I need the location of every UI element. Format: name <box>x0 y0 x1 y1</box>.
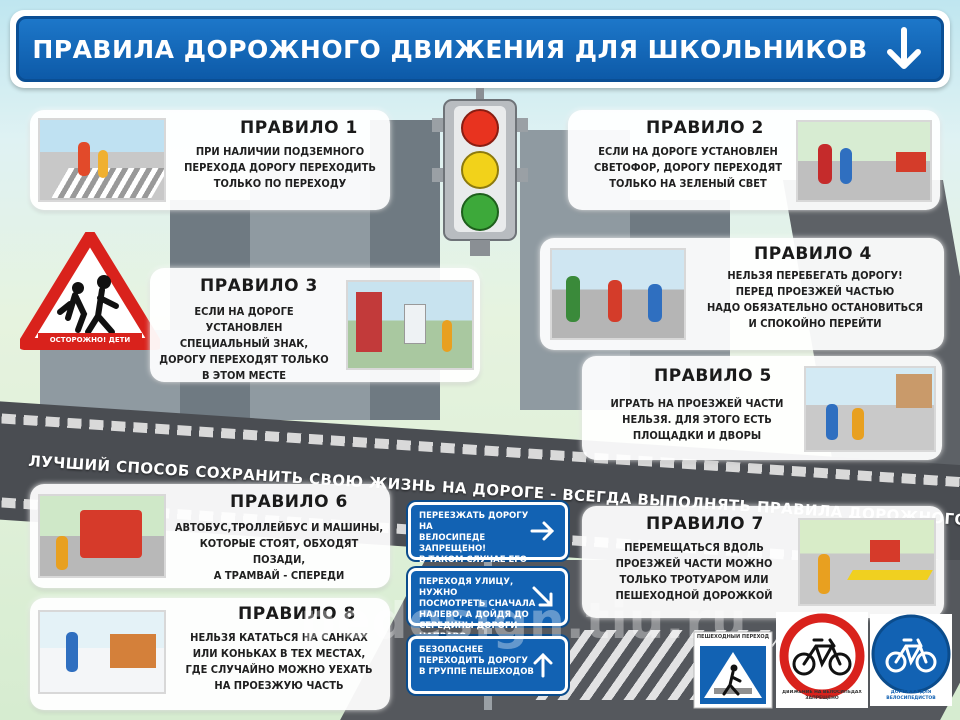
no-bicycles-label: ДВИЖЕНИЕ НА ВЕЛОСИПЕДАХ ЗАПРЕЩЕНО <box>782 690 862 701</box>
info-sign-group-crossing: БЕЗОПАСНЕЕ ПЕРЕХОДИТЬ ДОРОГУ В ГРУППЕ ПЕ… <box>408 636 568 694</box>
title-panel: ПРАВИЛА ДОРОЖНОГО ДВИЖЕНИЯ ДЛЯ ШКОЛЬНИКО… <box>16 16 944 82</box>
rule-illustration <box>38 610 166 694</box>
diagonal-arrow-icon <box>532 586 553 607</box>
rule-text: НЕЛЬЗЯ КАТАТЬСЯ НА САНКАХ ИЛИ КОНЬКАХ В … <box>185 631 373 692</box>
rule-title: ПРАВИЛО 7 <box>646 514 764 534</box>
rule-text: ЕСЛИ НА ДОРОГЕ УСТАНОВЛЕН СВЕТОФОР, ДОРО… <box>594 145 782 190</box>
rule-title: ПРАВИЛО 1 <box>240 118 358 138</box>
rule-title: ПРАВИЛО 8 <box>238 604 356 624</box>
title-banner: ПРАВИЛА ДОРОЖНОГО ДВИЖЕНИЯ ДЛЯ ШКОЛЬНИКО… <box>10 10 950 88</box>
bicycle-path-sign-icon <box>870 614 952 706</box>
rule-card-7: ПРАВИЛО 7 ПЕРЕМЕЩАТЬСЯ ВДОЛЬ ПРОЕЗЖЕЙ ЧА… <box>582 506 944 618</box>
info-sign-text: БЕЗОПАСНЕЕ ПЕРЕХОДИТЬ ДОРОГУ В ГРУППЕ ПЕ… <box>419 645 534 677</box>
watermark: pedesign.tiu.ru <box>300 592 748 650</box>
rule-title: ПРАВИЛО 5 <box>654 366 772 386</box>
rule-text: ЕСЛИ НА ДОРОГЕ УСТАНОВЛЕН СПЕЦИАЛЬНЫЙ ЗН… <box>159 305 329 382</box>
rule-title: ПРАВИЛО 4 <box>754 244 872 264</box>
rule-text: НЕЛЬЗЯ ПЕРЕБЕГАТЬ ДОРОГУ! ПЕРЕД ПРОЕЗЖЕЙ… <box>706 269 924 330</box>
traffic-light-icon <box>432 88 528 256</box>
rule-illustration <box>346 280 474 370</box>
rule-card-2: ПРАВИЛО 2 ЕСЛИ НА ДОРОГЕ УСТАНОВЛЕН СВЕТ… <box>568 110 940 210</box>
rule-illustration <box>550 248 686 340</box>
rule-illustration <box>38 118 166 202</box>
no-bicycles-sign-icon <box>776 612 868 708</box>
rule-title: ПРАВИЛО 3 <box>200 276 318 296</box>
rule-illustration <box>798 518 936 606</box>
pedestrian-crossing-sign-icon <box>693 631 773 709</box>
rule-illustration <box>38 494 166 578</box>
rule-text: АВТОБУС,ТРОЛЛЕЙБУС И МАШИНЫ, КОТОРЫЕ СТО… <box>174 521 384 582</box>
rule-card-4: ПРАВИЛО 4 НЕЛЬЗЯ ПЕРЕБЕГАТЬ ДОРОГУ! ПЕРЕ… <box>540 238 944 350</box>
rule-text: ПЕРЕМЕЩАТЬСЯ ВДОЛЬ ПРОЕЗЖЕЙ ЧАСТИ МОЖНО … <box>615 541 773 602</box>
rule-card-1: ПРАВИЛО 1 ПРИ НАЛИЧИИ ПОДЗЕМНОГО ПЕРЕХОД… <box>30 110 390 210</box>
rule-title: ПРАВИЛО 6 <box>230 492 348 512</box>
children-warning-sign-icon <box>20 232 160 350</box>
rule-title: ПРАВИЛО 2 <box>646 118 764 138</box>
rule-card-3: ПРАВИЛО 3 ЕСЛИ НА ДОРОГЕ УСТАНОВЛЕН СПЕЦ… <box>150 268 480 382</box>
info-sign-bicycle: ПЕРЕЕЗЖАТЬ ДОРОГУ НА ВЕЛОСИПЕДЕ ЗАПРЕЩЕН… <box>408 502 568 598</box>
warning-sign-label: ОСТОРОЖНО! ДЕТИ <box>38 333 142 347</box>
bicycle-path-label: ДОРОЖКА ДЛЯ ВЕЛОСИПЕДИСТОВ <box>886 690 936 701</box>
rule-text: ИГРАТЬ НА ПРОЕЗЖЕЙ ЧАСТИ НЕЛЬЗЯ. ДЛЯ ЭТО… <box>610 397 784 442</box>
rule-card-6: ПРАВИЛО 6 АВТОБУС,ТРОЛЛЕЙБУС И МАШИНЫ, К… <box>30 484 390 588</box>
rule-text: ПРИ НАЛИЧИИ ПОДЗЕМНОГО ПЕРЕХОДА ДОРОГУ П… <box>184 145 376 190</box>
info-sign-look-left: ПЕРЕХОДЯ УЛИЦУ, НУЖНО ПОСМОТРЕТЬ СНАЧАЛА… <box>408 568 568 642</box>
rule-card-5: ПРАВИЛО 5 ИГРАТЬ НА ПРОЕЗЖЕЙ ЧАСТИ НЕЛЬЗ… <box>582 356 942 460</box>
right-arrow-icon <box>530 521 555 541</box>
pedestrian-crossing-label: ПЕШЕХОДНЫЙ ПЕРЕХОД <box>696 634 770 640</box>
rule-illustration <box>796 120 932 202</box>
down-arrow-icon <box>887 27 921 69</box>
up-arrow-icon <box>533 652 553 678</box>
rule-card-8: ПРАВИЛО 8 НЕЛЬЗЯ КАТАТЬСЯ НА САНКАХ ИЛИ … <box>30 598 390 710</box>
page-title: ПРАВИЛА ДОРОЖНОГО ДВИЖЕНИЯ ДЛЯ ШКОЛЬНИКО… <box>32 34 868 64</box>
rule-illustration <box>804 366 936 452</box>
